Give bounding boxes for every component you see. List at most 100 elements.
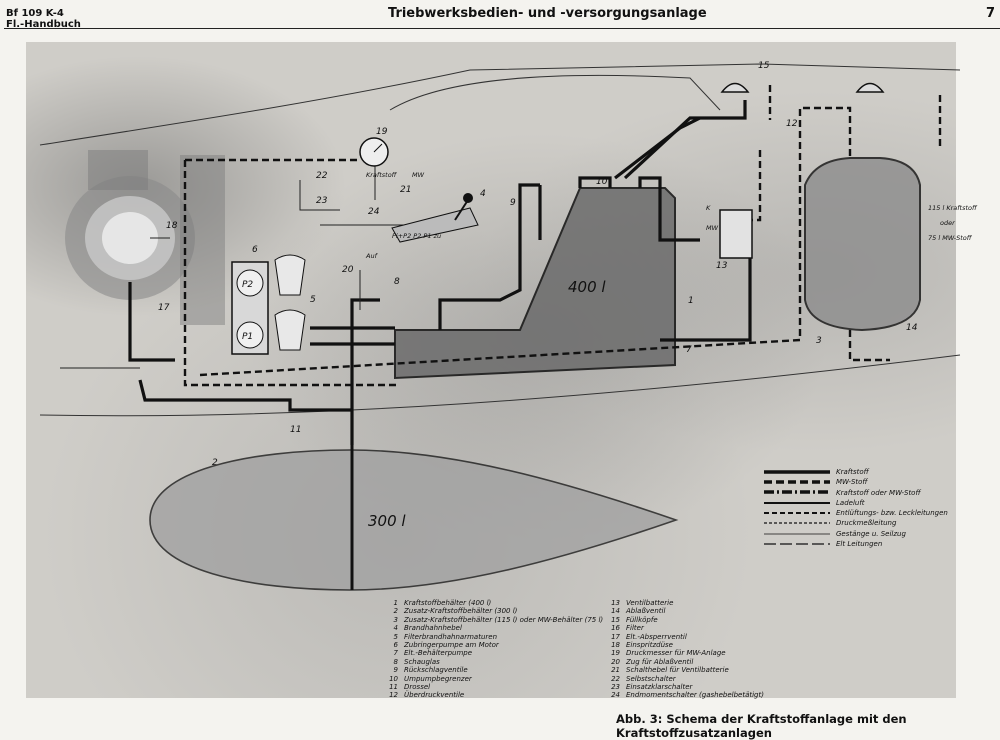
part-text: Umpumpbegrenzer <box>404 674 472 683</box>
legend-label: Kraftstoff <box>836 468 869 476</box>
parts-row: 1 Kraftstoffbehälter (400 l) <box>380 599 603 607</box>
part-text: Zusatz-Kraftstoffbehälter (300 l) <box>404 607 518 616</box>
legend-row: Kraftstoff <box>836 467 948 477</box>
valve-battery: MW K <box>706 204 753 259</box>
legend-row: Gestänge u. Seilzug <box>836 529 948 539</box>
pressure-gauge <box>359 137 389 167</box>
figure-caption: Abb. 3: Schema der Kraftstoffanlage mit … <box>616 712 907 740</box>
part-number: 1 <box>393 599 398 607</box>
part-text: Zug für Ablaßventil <box>626 657 694 666</box>
callout-11: 11 <box>290 425 301 435</box>
callout-21: 21 <box>400 185 411 195</box>
parts-row: 3 Zusatz-Kraftstoffbehälter (115 l) oder … <box>380 615 604 624</box>
callout-numbers: 1 2 3 4 5 6 7 8 9 10 11 12 13 14 15 17 1… <box>158 61 918 468</box>
fuselage-outline <box>39 63 961 417</box>
parts-row: 23 Einsatzklarschalter <box>602 683 764 691</box>
part-text: Überdruckventile <box>404 691 465 700</box>
valve-mw-label: MW <box>706 224 719 232</box>
callout-15: 15 <box>758 61 770 71</box>
part-number: 7 <box>393 649 398 658</box>
part-text: Druckmesser für MW-Anlage <box>626 649 726 658</box>
callout-6: 6 <box>252 245 258 255</box>
part-text: Elt.-Behälterpumpe <box>404 649 473 658</box>
callout-14: 14 <box>906 323 918 333</box>
page-number: 7 <box>986 6 996 21</box>
part-number: 15 <box>611 615 620 624</box>
callout-20: 20 <box>342 265 354 275</box>
header-left: Bf 109 K-4 Fl.-Handbuch <box>6 8 81 30</box>
legend-row: Elt Leitungen <box>836 539 948 549</box>
part-number: 9 <box>393 666 398 675</box>
part-text: Kraftstoffbehälter (400 l) <box>404 599 492 607</box>
callout-4: 4 <box>480 189 486 199</box>
legend-label: Gestänge u. Seilzug <box>836 529 906 538</box>
part-text: Selbstschalter <box>626 674 676 683</box>
aux-tank-label-or: oder <box>940 219 956 227</box>
legend-swatches <box>764 470 830 545</box>
callout-9: 9 <box>510 198 516 208</box>
callout-22: 22 <box>316 171 328 181</box>
drain-auf-label: Auf <box>365 252 379 260</box>
main-tank-400l: 400 l <box>394 187 676 380</box>
lever-scale: Pi+P2 P2 P1 zu <box>392 232 441 240</box>
part-text: Brandhahnhebel <box>404 624 462 633</box>
drop-tank-label: 300 l <box>368 512 406 530</box>
part-number: 4 <box>393 624 398 633</box>
filter-cocks: P2 P1 <box>231 254 306 355</box>
callout-23: 23 <box>316 196 328 206</box>
parts-row: 14 Ablaßventil <box>602 607 764 615</box>
part-text: Zubringerpumpe am Motor <box>404 641 499 650</box>
legend-label: Ladeluft <box>836 498 865 507</box>
part-text: Rückschlagventile <box>404 666 468 675</box>
part-number: 24 <box>611 691 620 700</box>
callout-2: 2 <box>212 458 218 468</box>
part-number: 22 <box>611 674 620 683</box>
part-number: 3 <box>393 615 398 624</box>
part-number: 18 <box>611 641 620 650</box>
legend-label: Elt Leitungen <box>836 540 883 549</box>
callout-7: 7 <box>686 345 692 355</box>
handbook-label: Fl.-Handbuch <box>6 19 81 30</box>
aux-tank-label-2: 75 l MW-Stoff <box>928 234 973 242</box>
drop-tank-300l: 300 l <box>149 445 679 591</box>
legend: Kraftstoff MW-Stoff Kraftstoff oder MW-S… <box>836 467 948 549</box>
part-number: 23 <box>611 683 620 692</box>
legend-label: MW-Stoff <box>836 478 868 487</box>
model-label: Bf 109 K-4 <box>6 8 64 19</box>
part-text: Drossel <box>404 683 431 692</box>
part-number: 5 <box>393 632 398 641</box>
part-text: Einsatzklarschalter <box>626 683 693 692</box>
legend-row: Entlüftungs- bzw. Leckleitungen <box>836 508 948 518</box>
part-text: Filter <box>626 624 644 633</box>
part-number: 19 <box>611 649 620 658</box>
part-number: 14 <box>611 607 620 616</box>
part-number: 20 <box>611 657 620 666</box>
legend-row: Kraftstoff oder MW-Stoff <box>836 488 948 498</box>
parts-row: 9 Rückschlagventile <box>380 666 603 674</box>
part-number: 8 <box>393 657 398 666</box>
gauge-p2-label: P2 <box>242 280 253 290</box>
parts-row: 20 Zug für Ablaßventil <box>602 658 764 666</box>
part-number: 13 <box>611 599 620 607</box>
parts-row: 7 Elt.-Behälterpumpe <box>380 649 603 657</box>
part-text: Ablaßventil <box>626 607 666 616</box>
part-text: Elt.-Absperrventil <box>626 632 687 641</box>
page-title: Triebwerksbedien- und -versorgungsanlage <box>388 6 707 21</box>
callout-13: 13 <box>716 261 728 271</box>
part-text: Zusatz-Kraftstoffbehälter (115 l) oder M… <box>404 615 604 624</box>
part-text: Schalthebel für Ventilbatterie <box>626 666 729 675</box>
mw-and-vent-lines <box>183 85 942 387</box>
